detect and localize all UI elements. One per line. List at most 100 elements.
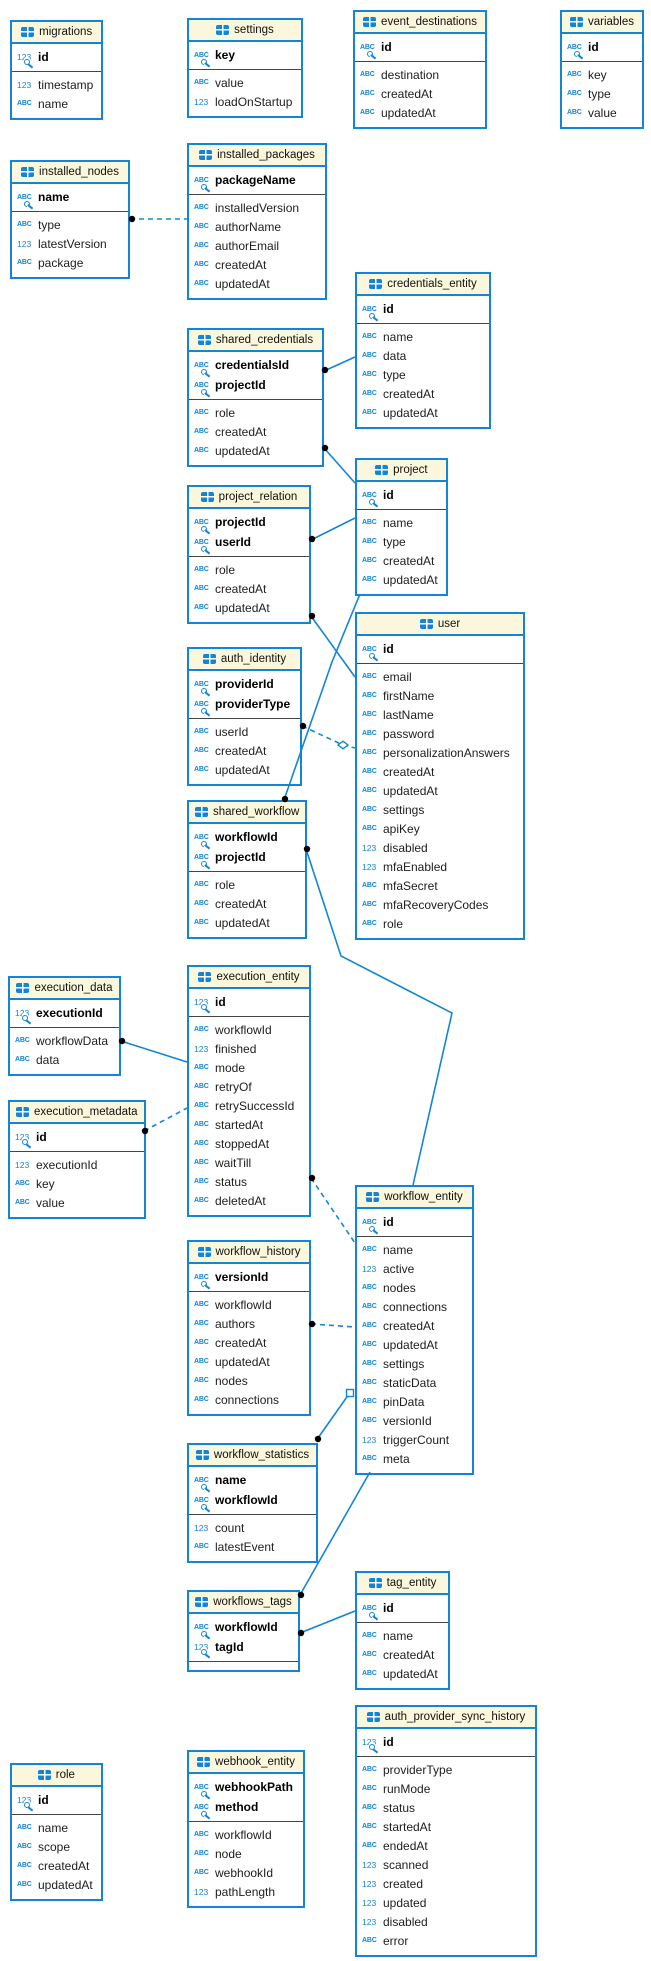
table-header[interactable]: workflow_statistics bbox=[189, 1445, 316, 1467]
table-header[interactable]: workflow_entity bbox=[357, 1187, 472, 1209]
table-header[interactable]: auth_provider_sync_history bbox=[357, 1707, 535, 1729]
table-header[interactable]: settings bbox=[189, 20, 301, 42]
table-header[interactable]: installed_nodes bbox=[12, 162, 128, 184]
table-header[interactable]: workflows_tags bbox=[189, 1592, 298, 1614]
table-header[interactable]: webhook_entity bbox=[189, 1752, 303, 1774]
table-header[interactable]: auth_identity bbox=[189, 649, 300, 671]
table-header[interactable]: shared_workflow bbox=[189, 802, 306, 824]
table-header[interactable]: shared_credentials bbox=[189, 330, 322, 352]
table-header[interactable]: execution_entity bbox=[189, 967, 309, 989]
table-header[interactable]: role bbox=[12, 1765, 101, 1787]
table-header[interactable]: credentials_entity bbox=[357, 274, 489, 296]
table-header[interactable]: project bbox=[357, 460, 446, 482]
